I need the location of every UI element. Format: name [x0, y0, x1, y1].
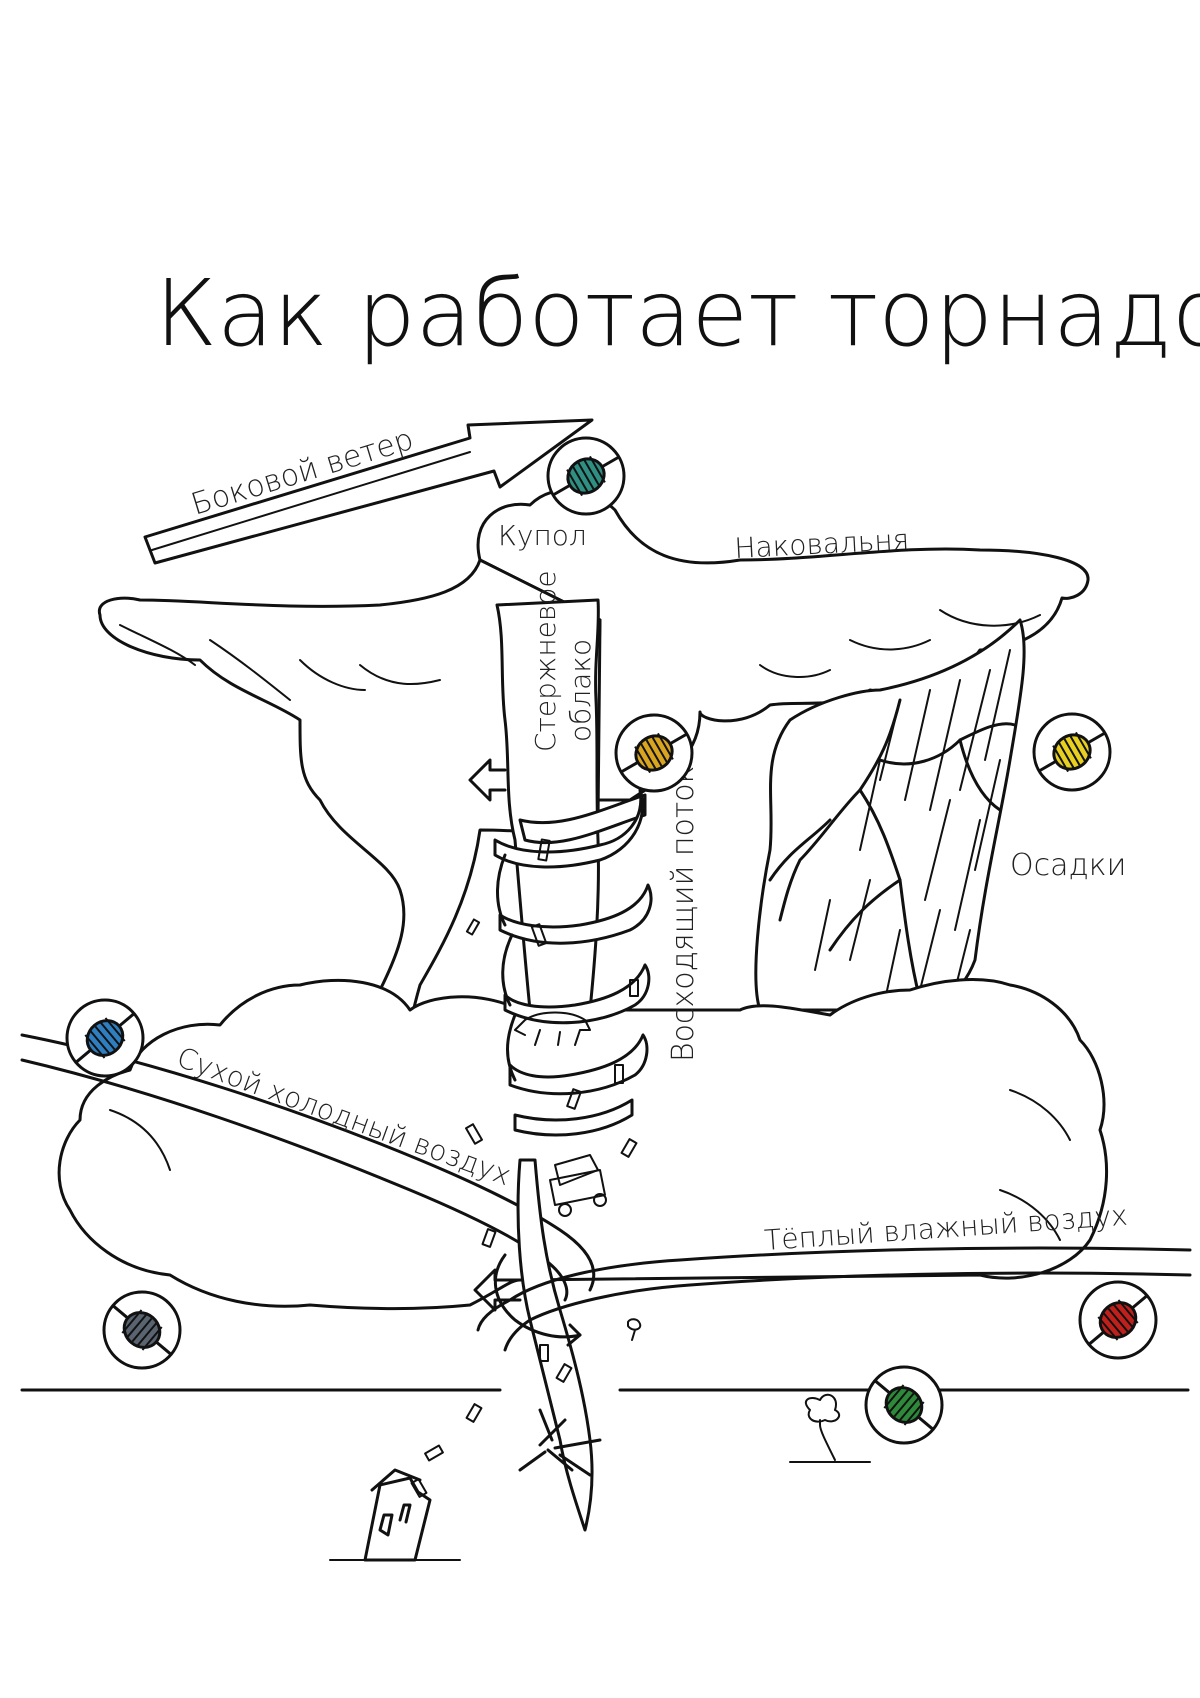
dome-label: Купол: [498, 519, 587, 552]
precipitation-label: Осадки: [1010, 848, 1126, 883]
flying-cow: [514, 1011, 591, 1046]
warm-air-marker: [1078, 1280, 1158, 1360]
flying-car: [549, 1154, 607, 1217]
core-cloud-marker: [614, 713, 694, 793]
flying-debris: [410, 838, 639, 1498]
warm-moist-air-stream: [476, 1246, 1192, 1352]
bent-tree: [789, 1393, 871, 1463]
precipitation-marker: [1032, 712, 1112, 792]
dry-cold-air-stream: [20, 1033, 596, 1302]
updraft-label: Восходящий поток: [666, 766, 701, 1062]
ruined-house: [329, 1468, 461, 1562]
side-wind-marker: [546, 436, 626, 516]
ground-sprout: [627, 1318, 642, 1341]
markers-layer: [65, 436, 1158, 1445]
ground-left-marker: [102, 1290, 182, 1370]
outflow-arrow-lower: [473, 1268, 522, 1312]
updraft-spiral: [493, 788, 653, 1532]
dry-cold-air-marker: [65, 998, 145, 1078]
side-wind-label: Боковой ветер: [187, 422, 418, 523]
precipitation-area: [754, 618, 1026, 1012]
side-wind-arrow: [143, 418, 594, 565]
core-cloud-label-line1: Стержневое: [529, 570, 562, 752]
ground-right-marker: [864, 1365, 944, 1445]
lower-cloud: [57, 978, 1108, 1311]
outflow-arrow-upper: [468, 758, 507, 802]
core-cloud-label-line2: облако: [564, 639, 597, 742]
page-title: Как работает торнадо?: [155, 260, 1200, 367]
